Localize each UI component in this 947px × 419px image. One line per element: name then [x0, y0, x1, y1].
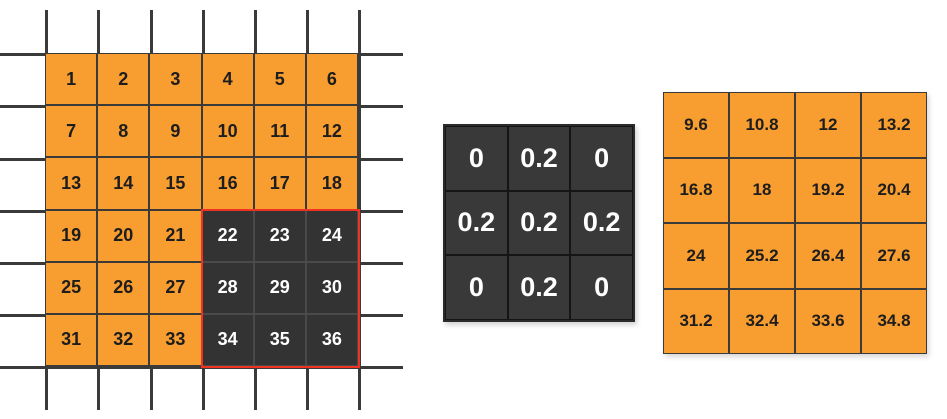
input-cell-r4-c4: 29 [253, 261, 306, 314]
output-cell-r3-c3: 34.8 [861, 288, 927, 354]
input-cell-r2-c4: 17 [253, 157, 306, 210]
input-cell-r4-c0: 25 [45, 261, 98, 314]
kernel-cell-r0-c0: 0 [445, 126, 508, 191]
output-cell-r1-c0: 16.8 [663, 157, 729, 223]
kernel-cell-r2-c2: 0 [570, 255, 633, 320]
output-cell-r2-c3: 27.6 [861, 223, 927, 289]
input-cell-r5-c5: 36 [305, 313, 358, 366]
input-cell-r4-c2: 27 [149, 261, 202, 314]
input-cell-r0-c0: 1 [45, 53, 98, 106]
output-cell-r3-c2: 33.6 [795, 288, 861, 354]
kernel-cell-r1-c0: 0.2 [445, 190, 508, 256]
output-cell-r2-c2: 26.4 [795, 223, 861, 289]
input-cell-r1-c1: 8 [97, 105, 150, 158]
guide-line-vertical-6 [358, 10, 361, 410]
input-cell-r4-c5: 30 [305, 261, 358, 314]
input-cell-r1-c5: 12 [305, 105, 358, 158]
input-cell-r5-c0: 31 [45, 313, 98, 366]
output-cell-r0-c1: 10.8 [729, 92, 795, 158]
input-cell-r2-c1: 14 [97, 157, 150, 210]
input-cell-r3-c1: 20 [97, 209, 150, 262]
input-cell-r3-c5: 24 [305, 209, 358, 262]
input-cell-r5-c2: 33 [149, 313, 202, 366]
input-cell-r4-c1: 26 [97, 261, 150, 314]
output-cell-r1-c3: 20.4 [861, 157, 927, 223]
output-cell-r2-c1: 25.2 [729, 223, 795, 289]
input-cell-r1-c3: 10 [201, 105, 254, 158]
input-cell-r0-c4: 5 [253, 53, 306, 106]
kernel-cell-r2-c1: 0.2 [507, 255, 571, 320]
output-cell-r3-c0: 31.2 [663, 288, 729, 354]
input-cell-r5-c3: 34 [201, 313, 254, 366]
input-cell-r1-c0: 7 [45, 105, 98, 158]
input-cell-r2-c3: 16 [201, 157, 254, 210]
output-cell-r0-c0: 9.6 [663, 92, 729, 158]
kernel-cell-r1-c1: 0.2 [507, 190, 571, 256]
input-cell-r5-c1: 32 [97, 313, 150, 366]
input-cell-r2-c0: 13 [45, 157, 98, 210]
input-cell-r0-c3: 4 [201, 53, 254, 106]
output-cell-r2-c0: 24 [663, 223, 729, 289]
input-cell-r1-c4: 11 [253, 105, 306, 158]
output-cell-r0-c3: 13.2 [861, 92, 927, 158]
output-cell-r1-c2: 19.2 [795, 157, 861, 223]
input-cell-r2-c5: 18 [305, 157, 358, 210]
output-cell-r3-c1: 32.4 [729, 288, 795, 354]
input-cell-r3-c0: 19 [45, 209, 98, 262]
input-cell-r0-c2: 3 [149, 53, 202, 106]
kernel-cell-r2-c0: 0 [445, 255, 508, 320]
input-cell-r1-c2: 9 [149, 105, 202, 158]
input-cell-r0-c5: 6 [305, 53, 358, 106]
input-cell-r0-c1: 2 [97, 53, 150, 106]
input-cell-r3-c2: 21 [149, 209, 202, 262]
kernel-cell-r0-c2: 0 [570, 126, 633, 191]
input-cell-r3-c4: 23 [253, 209, 306, 262]
input-cell-r5-c4: 35 [253, 313, 306, 366]
kernel-cell-r1-c2: 0.2 [570, 190, 633, 256]
input-cell-r3-c3: 22 [201, 209, 254, 262]
input-cell-r2-c2: 15 [149, 157, 202, 210]
input-cell-r4-c3: 28 [201, 261, 254, 314]
output-cell-r0-c2: 12 [795, 92, 861, 158]
output-cell-r1-c1: 18 [729, 157, 795, 223]
kernel-cell-r0-c1: 0.2 [507, 126, 571, 191]
